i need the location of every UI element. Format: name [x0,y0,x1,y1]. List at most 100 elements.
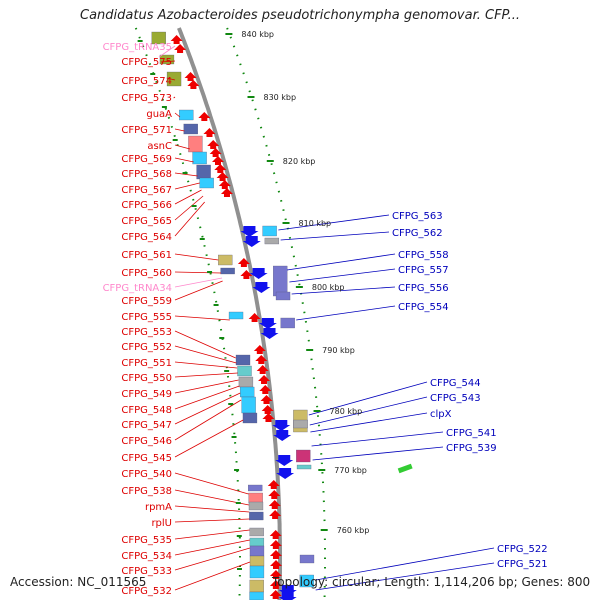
left-gene-label[interactable]: CFPG_551 [121,358,172,369]
forward-gene-block[interactable] [188,135,203,153]
right-gene-label[interactable]: CFPG_541 [446,428,497,439]
forward-gene-block[interactable] [249,555,265,567]
left-gene-label[interactable]: CFPG_555 [121,312,172,323]
forward-gene-arrow[interactable] [267,480,280,489]
forward-gene-block[interactable] [249,537,265,547]
reverse-gene-arrow[interactable] [272,420,291,431]
forward-gene-block[interactable] [192,151,207,165]
right-gene-label[interactable]: CFPG_543 [430,393,481,404]
left-gene-label[interactable]: guaA [146,109,172,120]
left-gene-label[interactable]: CFPG_546 [121,436,172,447]
reverse-gene-block[interactable] [296,464,312,470]
reverse-gene-arrow[interactable] [242,236,261,247]
forward-gene-block[interactable] [248,484,263,492]
forward-gene-block[interactable] [249,591,264,600]
forward-gene-arrow[interactable] [262,413,275,422]
left-gene-label[interactable]: rplU [151,518,172,529]
right-gene-label[interactable]: CFPG_556 [398,283,449,294]
left-gene-label[interactable]: CFPG_571 [121,125,172,136]
forward-gene-block[interactable] [151,31,166,45]
reverse-gene-arrow[interactable] [258,318,277,329]
right-gene-label[interactable]: CFPG_522 [497,544,548,555]
right-gene-label[interactable]: CFPG_539 [446,443,497,454]
forward-gene-arrow[interactable] [174,44,187,53]
left-gene-label[interactable]: CFPG_534 [121,551,172,562]
forward-gene-arrow[interactable] [269,510,282,519]
reverse-gene-arrow[interactable] [273,430,292,441]
reverse-gene-block[interactable] [275,291,291,301]
left-gene-label[interactable]: CFPG_566 [121,200,172,211]
forward-gene-arrow[interactable] [209,148,222,157]
forward-gene-block[interactable] [218,254,233,266]
right-gene-label[interactable]: clpX [430,409,452,420]
forward-gene-block[interactable] [239,386,255,398]
left-gene-label[interactable]: CFPG_575 [121,57,172,68]
right-gene-label[interactable]: CFPG_563 [392,211,443,222]
forward-gene-arrow[interactable] [255,355,268,364]
left-gene-label[interactable]: CFPG_547 [121,420,172,431]
forward-gene-arrow[interactable] [207,140,220,149]
reverse-gene-block[interactable] [299,554,315,564]
left-gene-label[interactable]: CFPG_564 [121,232,172,243]
left-gene-label[interactable]: CFPG_538 [121,486,172,497]
reverse-gene-block[interactable] [280,317,295,329]
reverse-gene-arrow[interactable] [260,328,279,339]
reverse-gene-block[interactable] [299,574,314,588]
reverse-gene-arrow[interactable] [275,455,294,466]
forward-gene-arrow[interactable] [237,258,250,267]
forward-gene-arrow[interactable] [269,590,282,599]
forward-gene-arrow[interactable] [214,164,227,173]
left-gene-label[interactable]: asnC [147,141,172,152]
forward-gene-arrow[interactable] [269,540,282,549]
forward-gene-arrow[interactable] [268,490,281,499]
forward-gene-block[interactable] [199,177,214,189]
forward-gene-block[interactable] [237,365,252,377]
forward-gene-block[interactable] [248,492,263,504]
right-gene-label[interactable]: CFPG_554 [398,302,449,313]
reverse-gene-arrow[interactable] [278,585,297,596]
left-gene-label[interactable]: CFPG_560 [121,268,172,279]
forward-gene-block[interactable] [248,501,264,511]
forward-gene-arrow[interactable] [260,395,273,404]
reverse-gene-block[interactable] [397,463,413,474]
reverse-gene-block[interactable] [264,237,280,245]
forward-gene-arrow[interactable] [269,550,282,559]
forward-gene-block[interactable] [183,123,198,135]
left-gene-label[interactable]: CFPG_tRNA34 [103,283,172,294]
left-gene-label[interactable]: CFPG_574 [121,76,172,87]
forward-gene-arrow[interactable] [258,375,271,384]
left-gene-label[interactable]: CFPG_573 [121,93,172,104]
forward-gene-arrow[interactable] [253,345,266,354]
forward-gene-block[interactable] [196,164,211,180]
forward-gene-block[interactable] [249,545,265,557]
left-gene-label[interactable]: CFPG_tRNA35 [103,42,172,53]
forward-gene-block[interactable] [166,71,182,87]
forward-gene-arrow[interactable] [216,172,229,181]
left-gene-label[interactable]: CFPG_553 [121,327,172,338]
forward-gene-arrow[interactable] [203,128,216,137]
forward-gene-arrow[interactable] [184,72,197,81]
forward-gene-arrow[interactable] [270,560,282,569]
reverse-gene-arrow[interactable] [276,468,295,479]
forward-gene-arrow[interactable] [187,80,200,89]
left-gene-label[interactable]: CFPG_540 [121,469,172,480]
left-gene-label[interactable]: CFPG_567 [121,185,172,196]
reverse-gene-block[interactable] [262,225,277,237]
left-gene-label[interactable]: CFPG_549 [121,389,172,400]
forward-gene-arrow[interactable] [240,270,253,279]
right-gene-label[interactable]: CFPG_544 [430,378,481,389]
reverse-gene-arrow[interactable] [249,268,268,279]
reverse-gene-arrow[interactable] [278,592,297,600]
left-gene-label[interactable]: CFPG_535 [121,535,172,546]
forward-gene-block[interactable] [249,511,264,521]
left-gene-label[interactable]: CFPG_565 [121,216,172,227]
left-gene-label[interactable]: rpmA [145,502,172,513]
reverse-gene-block[interactable] [293,419,308,429]
left-gene-label[interactable]: CFPG_548 [121,405,172,416]
forward-gene-arrow[interactable] [198,112,211,121]
forward-gene-block[interactable] [249,565,265,579]
forward-gene-arrow[interactable] [248,313,261,322]
reverse-gene-arrow[interactable] [240,226,259,237]
forward-gene-arrow[interactable] [259,385,272,394]
